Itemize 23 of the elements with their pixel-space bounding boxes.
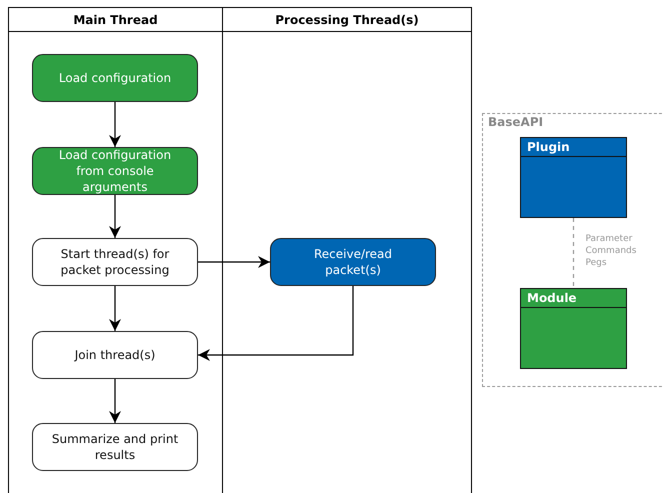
process-box: Join thread(s)	[32, 331, 198, 379]
swimlane	[8, 7, 223, 493]
arrow	[109, 195, 121, 238]
process-box: Start thread(s) for packet processing	[32, 238, 198, 286]
arrow	[198, 256, 270, 268]
group-title: BaseAPI	[488, 115, 544, 129]
group-frame	[482, 113, 663, 387]
class-box	[520, 137, 627, 218]
arrow	[109, 102, 121, 147]
arrow	[109, 379, 121, 423]
class-title: Plugin	[521, 138, 626, 157]
swimlane	[222, 7, 472, 493]
process-box: Summarize and print results	[32, 423, 198, 471]
dashed-connector	[572, 218, 574, 288]
process-box: Receive/read packet(s)	[270, 238, 436, 286]
class-title: Module	[521, 289, 626, 308]
class-box	[520, 288, 627, 369]
lane-title: Processing Thread(s)	[275, 12, 419, 26]
arrow	[109, 286, 121, 331]
arrow	[198, 286, 354, 361]
process-box: Load configuration	[32, 54, 198, 102]
lane-title: Main Thread	[73, 12, 158, 26]
process-box: Load configuration from console arguments	[32, 147, 198, 195]
